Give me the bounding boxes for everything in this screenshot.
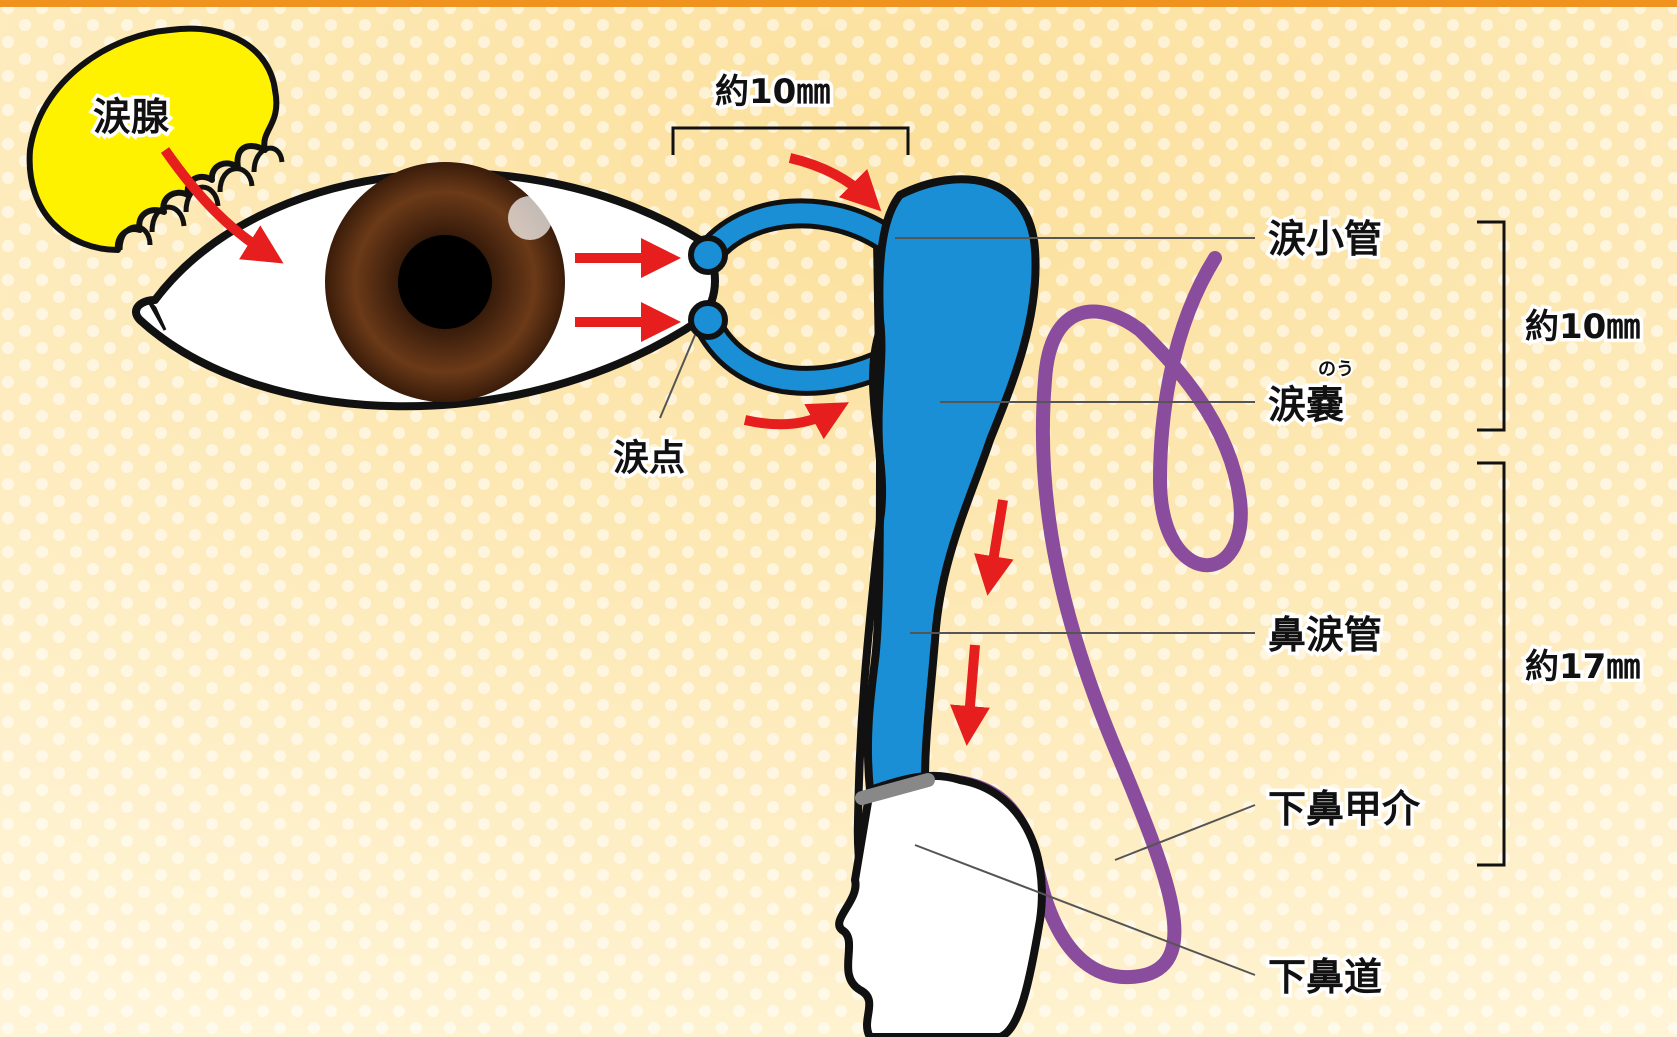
canaliculus-length-label: 約10㎜ [715, 72, 830, 112]
top-border [0, 0, 1677, 7]
pupil [398, 235, 492, 329]
sac-label: 涙嚢 [1268, 383, 1344, 427]
nasolacrimal-duct-label: 鼻涙管 [1268, 613, 1382, 657]
upper-punctum [691, 238, 725, 272]
duct-length-label: 約17㎜ [1525, 647, 1640, 687]
eye-highlight [508, 196, 552, 240]
lower-punctum [691, 303, 725, 337]
inferior-meatus-label: 下鼻道 [1268, 955, 1382, 999]
canaliculus-label: 涙小管 [1268, 217, 1382, 261]
red-arrow-icon [968, 645, 975, 730]
sac-ruby-label: のう [1318, 359, 1354, 380]
lacrimal-gland-label: 涙腺 [93, 95, 170, 139]
punctum-label: 涙点 [613, 437, 685, 479]
inferior-turbinate-label: 下鼻甲介 [1268, 787, 1421, 831]
sac-length-label: 約10㎜ [1525, 307, 1640, 347]
